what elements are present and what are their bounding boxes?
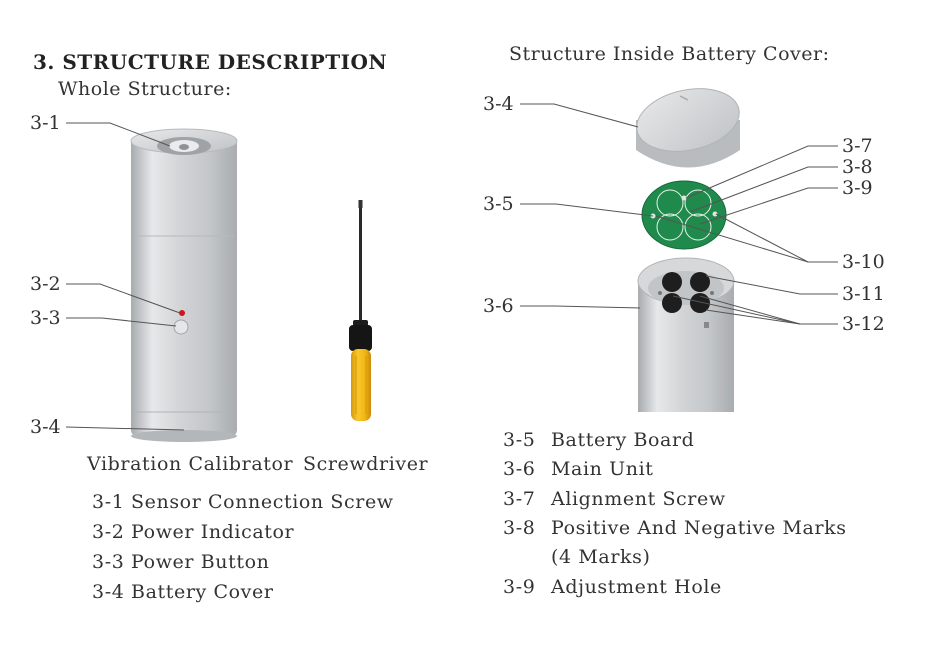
callout-3-4-left: 3-4 <box>30 416 61 438</box>
battery-cover-structure-subtitle: Structure Inside Battery Cover: <box>509 43 830 65</box>
callout-3-9: 3-9 <box>842 177 873 199</box>
legend-text: Battery Board <box>551 429 695 451</box>
right-leader-lines <box>520 103 838 325</box>
legend-text: Alignment Screw <box>551 488 726 510</box>
callout-3-1: 3-1 <box>30 112 61 134</box>
caption-screwdriver: Screwdriver <box>303 453 429 475</box>
screwdriver-image <box>349 200 372 421</box>
left-leader-lines <box>65 122 185 431</box>
legend-num: 3-8 <box>503 517 536 539</box>
callout-3-6: 3-6 <box>483 295 514 317</box>
page-title: 3. STRUCTURE DESCRIPTION <box>33 50 388 74</box>
legend-item: 3-2 Power Indicator <box>92 521 295 543</box>
battery-board-image <box>641 180 727 250</box>
legend-text: Main Unit <box>551 458 654 480</box>
callout-3-8: 3-8 <box>842 156 873 178</box>
legend-item: 3-3 Power Button <box>92 551 270 573</box>
legend-text: Adjustment Hole <box>551 576 722 598</box>
legend-text: Positive And Negative Marks <box>551 517 847 539</box>
callout-3-3: 3-3 <box>30 307 61 329</box>
battery-cover-image <box>636 88 740 168</box>
callout-3-5: 3-5 <box>483 193 514 215</box>
caption-vibration-calibrator: Vibration Calibrator <box>87 453 294 475</box>
legend-num: 3-5 <box>503 429 536 451</box>
callout-3-4-right: 3-4 <box>483 93 514 115</box>
legend-item: 3-4 Battery Cover <box>92 581 274 603</box>
legend-num: 3-6 <box>503 458 536 480</box>
legend-num: 3-9 <box>503 576 536 598</box>
legend-num: 3-7 <box>503 488 536 510</box>
callout-3-2: 3-2 <box>30 273 61 295</box>
callout-3-10: 3-10 <box>842 251 885 273</box>
legend-item: 3-1 Sensor Connection Screw <box>92 491 394 513</box>
callout-3-12: 3-12 <box>842 313 885 335</box>
callout-3-7: 3-7 <box>842 135 873 157</box>
whole-structure-subtitle: Whole Structure: <box>58 78 232 100</box>
main-unit-image <box>637 257 735 412</box>
callout-3-11: 3-11 <box>842 283 885 305</box>
vibration-calibrator-image <box>130 128 238 442</box>
legend-text: (4 Marks) <box>551 546 651 568</box>
